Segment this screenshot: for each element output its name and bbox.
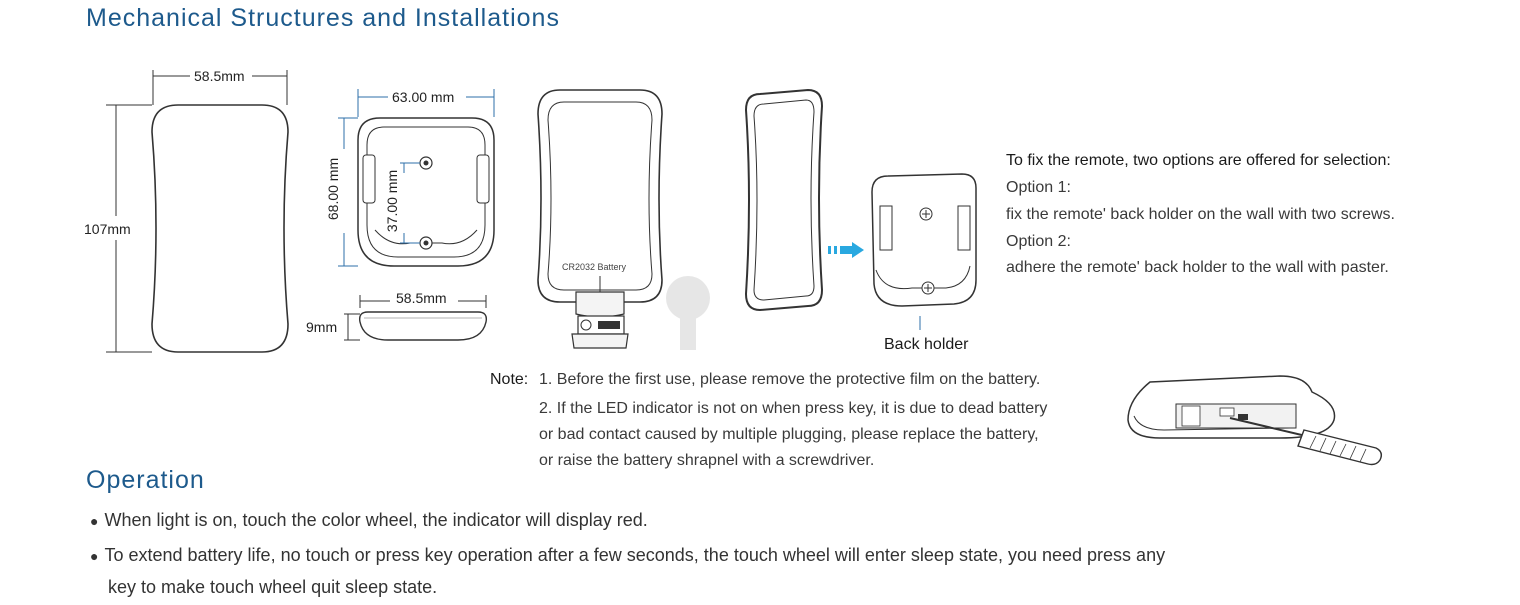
fixing-title: To fix the remote, two options are offer… [1006,152,1391,169]
option2-text: adhere the remote' back holder to the wa… [1006,259,1389,276]
side-thickness-dim: 9mm [306,319,338,335]
screw-spacing-dim: 37.00 mm [384,169,401,233]
note-line-3: or bad contact caused by multiple pluggi… [539,426,1039,443]
note-line-2: 2. If the LED indicator is not on when p… [539,400,1048,417]
operation-bullet-2: ● To extend battery life, no touch or pre… [90,545,1165,566]
option1-label: Option 1: [1006,179,1071,196]
holder-height-dim: 68.00 mm [325,157,342,221]
remote-angled-drawing [744,88,824,312]
screwdriver-drawing [1127,375,1383,466]
arrow-icon [828,242,864,258]
operation-bullet-1: ● When light is on, touch the color wheel… [90,510,648,531]
battery-label: CR2032 Battery [562,262,627,272]
battery-back-drawing [537,89,710,350]
side-width-dim: 58.5mm [396,290,447,306]
front-view-drawing [106,70,289,353]
front-height-dim: 107mm [84,221,131,237]
holder-width-dim: 63.00 mm [392,89,455,105]
back-holder-dim-drawing [338,89,495,267]
back-holder-label: Back holder [884,336,969,353]
front-width-dim: 58.5mm [194,68,245,84]
bullet-icon: ● [90,548,99,564]
operation-heading: Operation [86,466,205,494]
operation-bullet-1-text: When light is on, touch the color wheel,… [104,510,648,530]
side-view-drawing [344,295,488,341]
option2-label: Option 2: [1006,233,1071,250]
note-line-1: 1. Before the first use, please remove t… [539,371,1041,388]
mechanical-heading: Mechanical Structures and Installations [86,4,560,32]
note-line-4: or raise the battery shrapnel with a scr… [539,452,875,469]
option1-text: fix the remote' back holder on the wall … [1006,206,1395,223]
bullet-icon: ● [90,513,99,529]
note-label: Note: [490,371,529,388]
operation-bullet-2-cont: key to make touch wheel quit sleep state… [108,577,438,597]
operation-bullet-2-text: To extend battery life, no touch or pres… [104,545,1166,565]
back-holder-3d-drawing [871,173,977,330]
